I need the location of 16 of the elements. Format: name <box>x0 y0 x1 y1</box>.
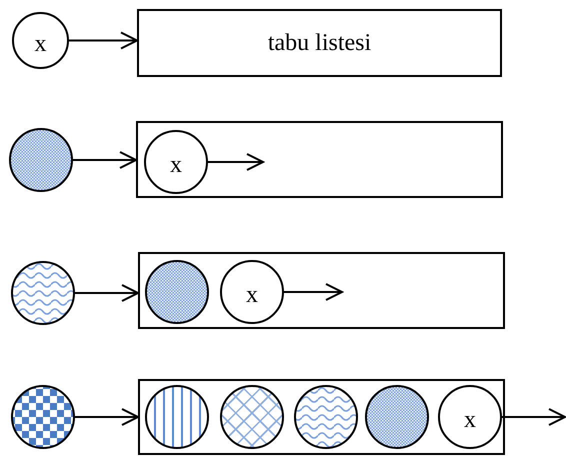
node-label: x <box>170 153 182 177</box>
node-label: x <box>246 283 258 307</box>
list-box <box>138 379 505 455</box>
list-box <box>138 252 505 329</box>
arrow <box>502 408 566 426</box>
list-box <box>137 9 502 77</box>
arrow <box>284 283 343 301</box>
arrow <box>75 284 139 302</box>
arrow <box>69 32 138 50</box>
arrow <box>75 408 139 426</box>
arrow <box>208 153 264 171</box>
node-label: tabu listesi <box>268 31 372 55</box>
node-label: x <box>34 32 46 56</box>
node-label: x <box>464 408 476 432</box>
arrow <box>73 151 137 169</box>
list-box <box>136 121 503 198</box>
